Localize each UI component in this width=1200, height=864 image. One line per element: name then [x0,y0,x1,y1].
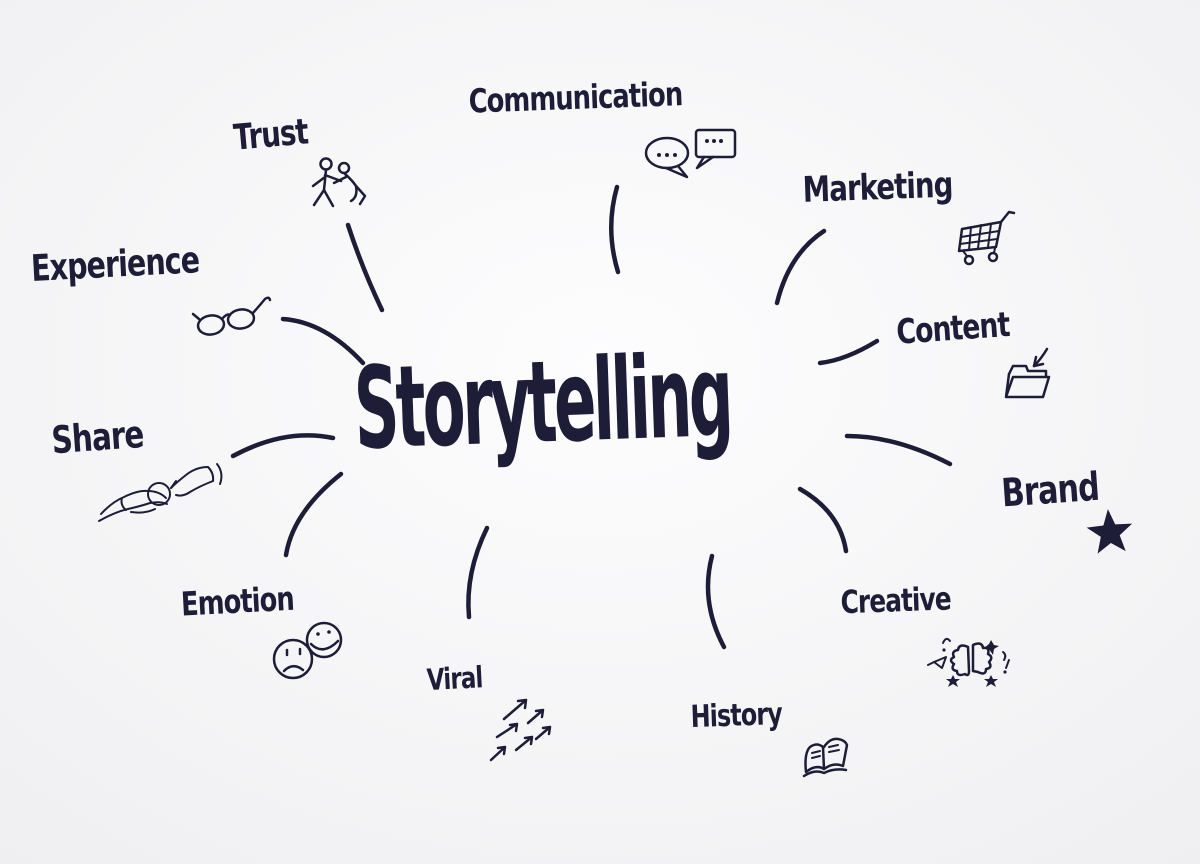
branch-label-share: Share [50,411,145,463]
branch-label-marketing: Marketing [802,164,954,212]
speech-bubbles-icon [644,128,737,179]
branch-label-history: History [690,696,783,736]
connector-experience [280,316,366,366]
hands-sharing-icon [98,463,223,522]
connector-marketing [774,228,827,306]
spread-arrows-icon [489,698,552,762]
branch-label-experience: Experience [30,239,201,291]
branch-label-viral: Viral [426,660,484,698]
branch-label-brand: Brand [1000,463,1101,516]
branch-label-emotion: Emotion [180,579,295,624]
connectors [230,184,953,650]
branch-label-content: Content [895,304,1011,353]
connector-creative [797,486,849,554]
center-title: Storytelling [352,331,733,476]
open-book-icon [802,737,849,778]
connector-share [230,433,336,459]
connector-communication [609,184,621,275]
shopping-cart-icon [957,210,1016,266]
connector-brand [844,433,953,467]
folder-arrow-icon [1004,347,1051,399]
connector-trust [345,222,385,313]
connector-history [705,553,727,650]
connector-viral [466,525,490,620]
brain-sparks-icon [927,637,1010,687]
branch-label-communication: Communication [468,74,683,121]
connector-emotion [283,471,344,558]
branch-label-trust: Trust [232,111,310,160]
connector-content [817,338,880,366]
star-icon [1086,509,1133,554]
stick-figures-icon [311,157,367,208]
glasses-icon [191,296,272,336]
smiley-faces-icon [272,621,343,680]
branch-label-creative: Creative [840,581,952,622]
